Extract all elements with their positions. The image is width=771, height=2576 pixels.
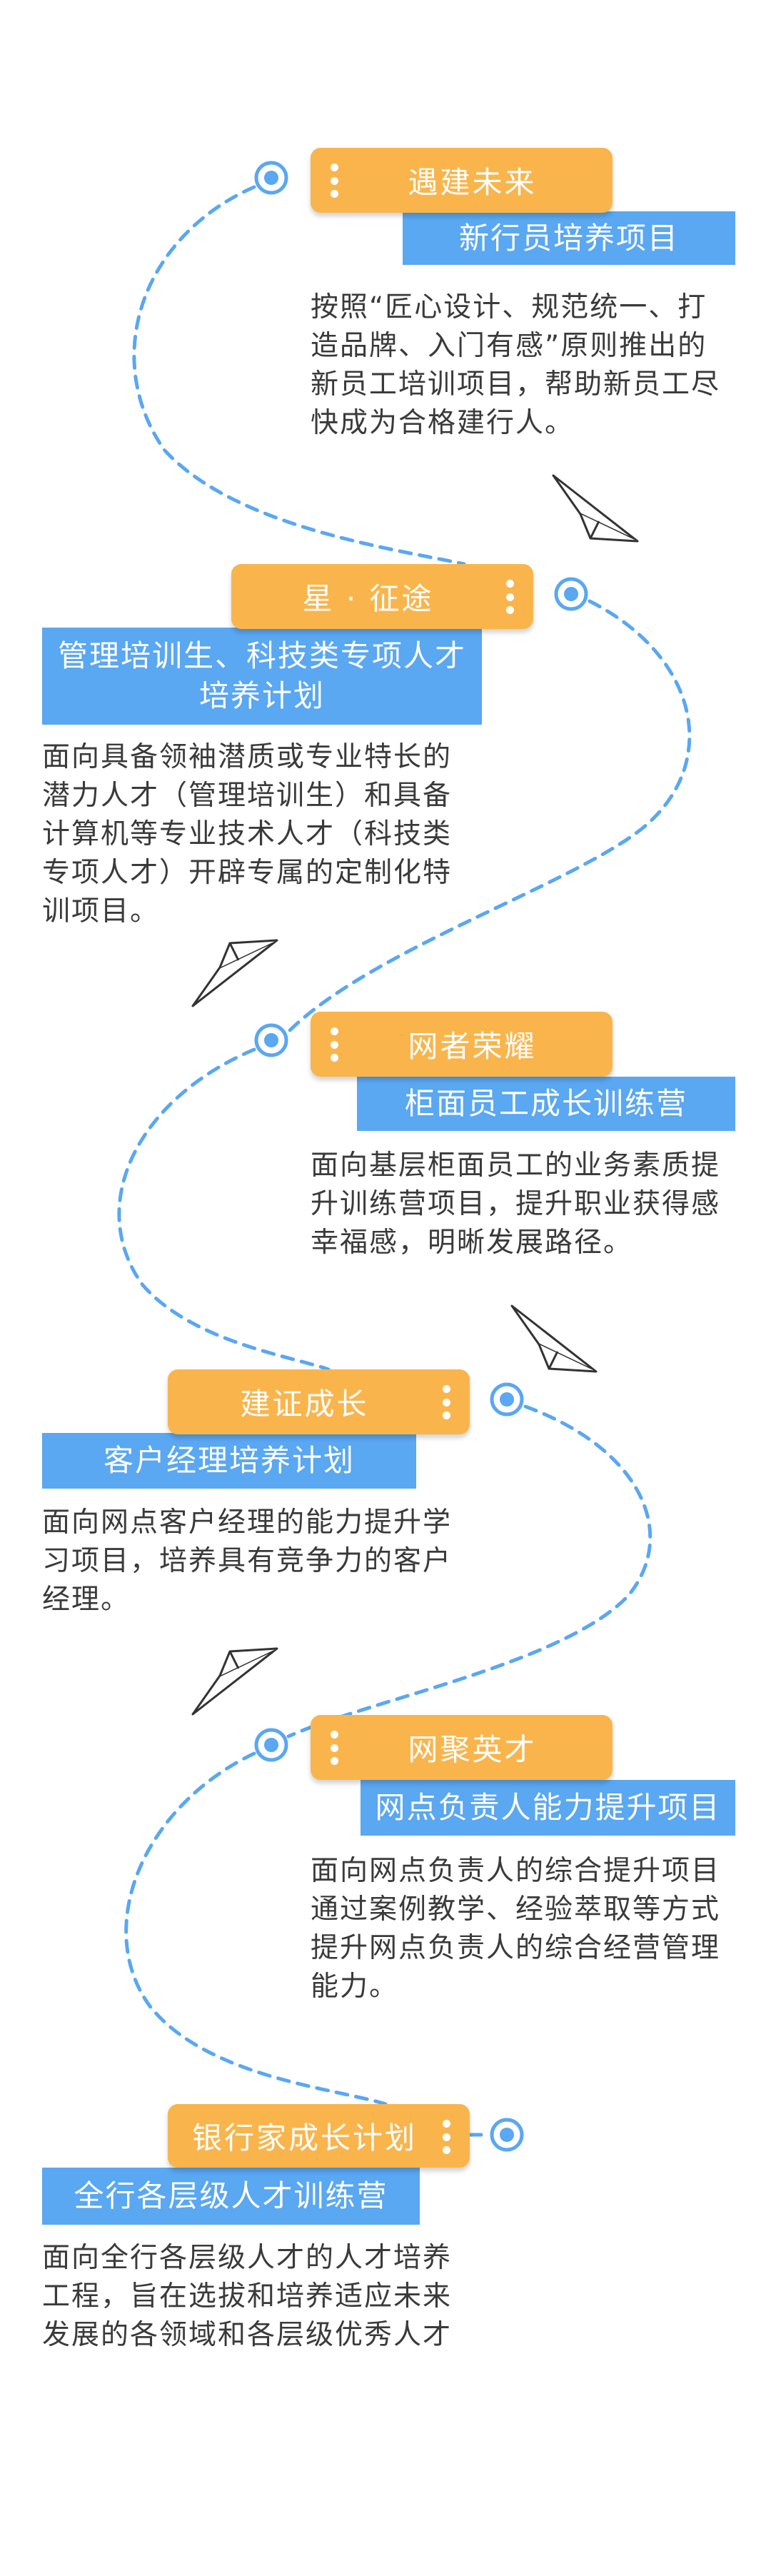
project-tag: 星 · 征途 <box>231 564 533 629</box>
project-description: 按照“匠心设计、规范统一、打 造品牌、入门有感”原则推出的 新员工培训项目，帮助… <box>311 288 720 443</box>
timeline-node-icon <box>490 1382 524 1417</box>
description-line: 造品牌、入门有感”原则推出的 <box>311 330 707 362</box>
project-subtitle: 全行各层级人才训练营 <box>74 2178 388 2213</box>
paper-plane-icon <box>191 1647 278 1716</box>
description-line: 提升网点负责人的综合经营管理 <box>311 1932 721 1964</box>
more-vertical-icon <box>329 1731 339 1765</box>
description-line: 经理。 <box>42 1584 131 1616</box>
dashed-connector-2 <box>286 599 692 1034</box>
project-tag-label: 建证成长 <box>240 1387 369 1422</box>
dashed-connector-5 <box>124 1751 388 2106</box>
description-line: 专项人才）开辟专属的定制化特 <box>42 857 453 889</box>
paper-plane-icon <box>191 939 278 1007</box>
more-vertical-icon <box>441 2120 451 2154</box>
project-description: 面向网点客户经理的能力提升学 习项目，培养具有竞争力的客户 经理。 <box>42 1504 452 1619</box>
description-line: 升训练营项目，提升职业获得感 <box>311 1188 721 1220</box>
description-line: 通过案例教学、经验萃取等方式 <box>311 1893 721 1926</box>
project-description: 面向基层柜面员工的业务素质提 升训练营项目，提升职业获得感 幸福感，明晰发展路径… <box>311 1147 720 1262</box>
paper-plane-icon <box>510 1304 598 1373</box>
more-vertical-icon <box>329 1027 339 1062</box>
project-tag: 银行家成长计划 <box>168 2104 470 2168</box>
project-tag-label: 网聚英才 <box>408 1732 537 1767</box>
description-line: 工程，旨在选拔和培养适应未来 <box>42 2280 453 2313</box>
description-line: 面向全行各层级人才的人才培养 <box>42 2242 453 2274</box>
project-description: 面向网点负责人的综合提升项目 通过案例教学、经验萃取等方式 提升网点负责人的综合… <box>311 1852 720 2006</box>
project-subtitle-bar: 客户经理培养计划 <box>42 1433 416 1489</box>
project-tag: 遇建未来 <box>311 148 613 213</box>
project-subtitle: 新行员培养项目 <box>458 220 679 256</box>
project-tag: 网者荣耀 <box>311 1012 613 1077</box>
project-subtitle-bar: 柜面员工成长训练营 <box>357 1077 735 1131</box>
project-tag: 网聚英才 <box>311 1715 613 1780</box>
project-subtitle-bar: 新行员培养项目 <box>403 211 735 265</box>
more-vertical-icon <box>505 580 515 614</box>
description-line: 面向网点客户经理的能力提升学 <box>42 1506 453 1539</box>
project-tag-label: 星 · 征途 <box>302 581 434 616</box>
project-subtitle-bar: 网点负责人能力提升项目 <box>361 1780 735 1836</box>
description-line: 新员工培训项目，帮助新员工尽 <box>311 368 721 401</box>
description-line: 习项目，培养具有竞争力的客户 <box>42 1545 453 1577</box>
project-subtitle: 管理培训生、科技类专项人才 <box>57 638 466 673</box>
timeline-node-icon <box>554 577 588 611</box>
timeline-node-icon <box>254 1728 288 1762</box>
description-line: 能力。 <box>311 1971 399 2003</box>
more-vertical-icon <box>329 163 339 198</box>
project-description: 面向全行各层级人才的人才培养 工程，旨在选拔和培养适应未来 发展的各领域和各层级… <box>42 2239 452 2355</box>
description-line: 快成为合格建行人。 <box>311 407 575 439</box>
description-line: 训项目。 <box>42 895 160 927</box>
description-line: 面向具备领袖潜质或专业特长的 <box>42 741 453 773</box>
project-tag-label: 银行家成长计划 <box>191 2120 417 2155</box>
description-line: 面向基层柜面员工的业务素质提 <box>311 1149 721 1182</box>
timeline-node-icon <box>254 161 288 195</box>
project-tag: 建证成长 <box>168 1369 470 1434</box>
project-tag-label: 网者荣耀 <box>408 1029 537 1064</box>
description-line: 按照“匠心设计、规范统一、打 <box>311 291 707 323</box>
project-description: 面向具备领袖潜质或专业特长的 潜力人才（管理培训生）和具备 计算机等专业技术人才… <box>42 738 452 931</box>
project-subtitle: 柜面员工成长训练营 <box>404 1086 687 1121</box>
dashed-connector-1 <box>132 185 466 566</box>
description-line: 幸福感，明晰发展路径。 <box>311 1227 633 1259</box>
project-subtitle: 培养计划 <box>198 678 325 713</box>
paper-plane-icon <box>552 474 639 543</box>
timeline-node-icon <box>490 2118 524 2152</box>
dashed-connector-4 <box>286 1404 652 1739</box>
project-subtitle-bar: 管理培训生、科技类专项人才 培养计划 <box>42 628 482 725</box>
dashed-connector-3 <box>117 1047 331 1372</box>
project-tag-label: 遇建未来 <box>408 165 537 200</box>
description-line: 潜力人才（管理培训生）和具备 <box>42 780 453 812</box>
project-subtitle-bar: 全行各层级人才训练营 <box>42 2168 420 2225</box>
project-subtitle: 客户经理培养计划 <box>103 1443 355 1478</box>
project-subtitle: 网点负责人能力提升项目 <box>375 1790 721 1825</box>
more-vertical-icon <box>441 1385 451 1419</box>
timeline-node-icon <box>254 1023 288 1057</box>
description-line: 发展的各领域和各层级优秀人才 <box>42 2319 453 2351</box>
description-line: 计算机等专业技术人才（科技类 <box>42 818 453 850</box>
description-line: 面向网点负责人的综合提升项目 <box>311 1855 721 1887</box>
